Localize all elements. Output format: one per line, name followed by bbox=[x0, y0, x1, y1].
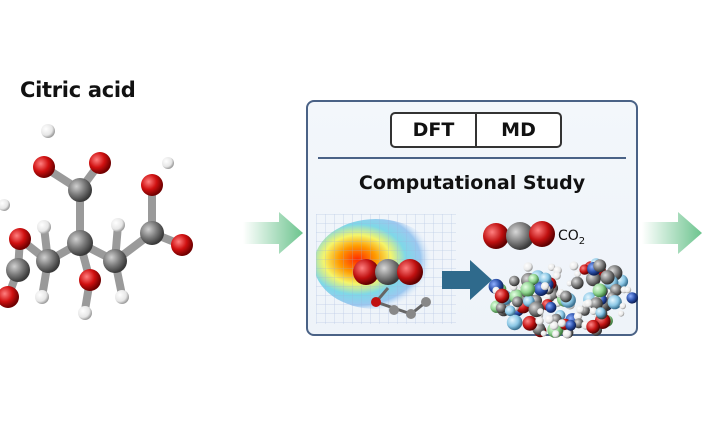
cluster-atom bbox=[560, 290, 572, 303]
cluster-atom bbox=[504, 305, 516, 317]
heatmap bbox=[316, 214, 456, 324]
cluster-atom bbox=[552, 330, 560, 338]
cluster-atom bbox=[535, 316, 544, 326]
cluster-atom bbox=[495, 302, 507, 314]
method-selector: DFT MD bbox=[390, 112, 562, 148]
citric-acid-molecule bbox=[0, 124, 193, 320]
co2-label-sub: 2 bbox=[578, 235, 586, 247]
panel-title: Computational Study bbox=[358, 172, 586, 194]
cluster-atom bbox=[626, 292, 638, 304]
co2-label: CO2 bbox=[558, 228, 585, 247]
cluster-atom bbox=[593, 259, 607, 273]
cluster-atom bbox=[544, 315, 554, 324]
co2-molecule-icon bbox=[483, 221, 555, 250]
molecule-title: Citric acid bbox=[20, 78, 136, 102]
cluster-atom bbox=[539, 272, 552, 285]
cluster-atom bbox=[520, 281, 536, 297]
cluster-atom bbox=[523, 262, 533, 272]
cluster-atom bbox=[522, 315, 538, 331]
cluster-atom bbox=[586, 319, 600, 334]
polymer-cluster bbox=[488, 258, 638, 339]
exit-arrow-icon bbox=[642, 212, 702, 254]
cluster-atom bbox=[592, 283, 607, 298]
cluster-atom bbox=[540, 282, 550, 291]
method-dft: DFT bbox=[412, 119, 455, 141]
cluster-atom bbox=[584, 299, 593, 308]
cluster-atom bbox=[600, 270, 615, 285]
cluster-atom bbox=[569, 261, 579, 271]
cluster-atom bbox=[574, 270, 581, 278]
transfer-arrow-icon bbox=[442, 260, 492, 300]
cluster-atom bbox=[571, 276, 584, 290]
cluster-atom bbox=[537, 308, 544, 315]
entry-arrow-icon bbox=[243, 212, 303, 254]
cluster-atom bbox=[547, 263, 556, 271]
cluster-atom bbox=[552, 271, 561, 280]
cluster-atom bbox=[573, 318, 584, 329]
cluster-atom bbox=[589, 297, 603, 311]
cluster-atom bbox=[585, 271, 601, 287]
method-md: MD bbox=[475, 114, 560, 146]
cluster-atom bbox=[528, 273, 539, 285]
cluster-atom bbox=[579, 264, 590, 275]
cluster-atom bbox=[566, 280, 573, 287]
cluster-atom bbox=[619, 302, 626, 310]
cluster-atom bbox=[595, 307, 606, 318]
cluster-atom bbox=[624, 286, 632, 294]
cluster-atom bbox=[540, 330, 547, 337]
cluster-atom bbox=[549, 321, 559, 331]
computational-study-panel: DFT MD Computational Study bbox=[306, 100, 638, 339]
cluster-atom bbox=[512, 296, 523, 308]
cluster-atom bbox=[494, 288, 510, 304]
cluster-atom bbox=[589, 307, 598, 315]
cluster-atom bbox=[506, 314, 523, 331]
cluster-atom bbox=[576, 305, 585, 314]
cluster-atom bbox=[618, 310, 625, 317]
co2-label-main: CO bbox=[558, 228, 579, 244]
cluster-atom bbox=[509, 275, 520, 287]
panel-divider bbox=[318, 157, 626, 159]
cluster-atom bbox=[607, 295, 622, 310]
cluster-atom bbox=[545, 301, 557, 313]
cluster-atom bbox=[562, 329, 572, 339]
cluster-atom bbox=[565, 319, 577, 331]
cluster-atom bbox=[557, 319, 566, 328]
